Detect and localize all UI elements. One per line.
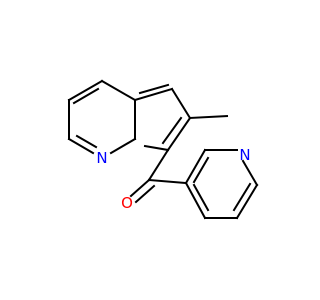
atom-label-pyridine-nitrogen: N — [239, 146, 250, 164]
bond — [192, 156, 210, 184]
bond — [72, 87, 100, 105]
bond — [241, 159, 259, 187]
bond — [75, 134, 98, 149]
bond — [67, 79, 104, 102]
bond — [133, 87, 174, 102]
atom-label-group: N N O — [96, 146, 250, 212]
bond — [147, 178, 188, 185]
bond — [147, 148, 170, 182]
bond — [184, 148, 207, 185]
atom-label-ring-nitrogen: N — [96, 149, 107, 167]
bond — [188, 114, 229, 120]
bond — [129, 178, 151, 198]
bond — [143, 144, 170, 152]
bond — [109, 137, 137, 155]
bond — [184, 181, 207, 220]
bond-group — [67, 79, 259, 220]
bond — [161, 116, 183, 145]
bond — [235, 183, 259, 220]
bond — [170, 87, 192, 120]
bond — [67, 137, 95, 155]
molecule-drawing: N N O — [67, 79, 259, 220]
bond — [232, 182, 252, 212]
structure-canvas: N N O — [67, 79, 259, 220]
bond — [192, 183, 210, 212]
bond — [134, 184, 156, 204]
bond — [138, 83, 170, 95]
bond — [166, 116, 192, 152]
atom-label-carbonyl-oxygen: O — [121, 194, 133, 212]
bond — [100, 79, 137, 102]
